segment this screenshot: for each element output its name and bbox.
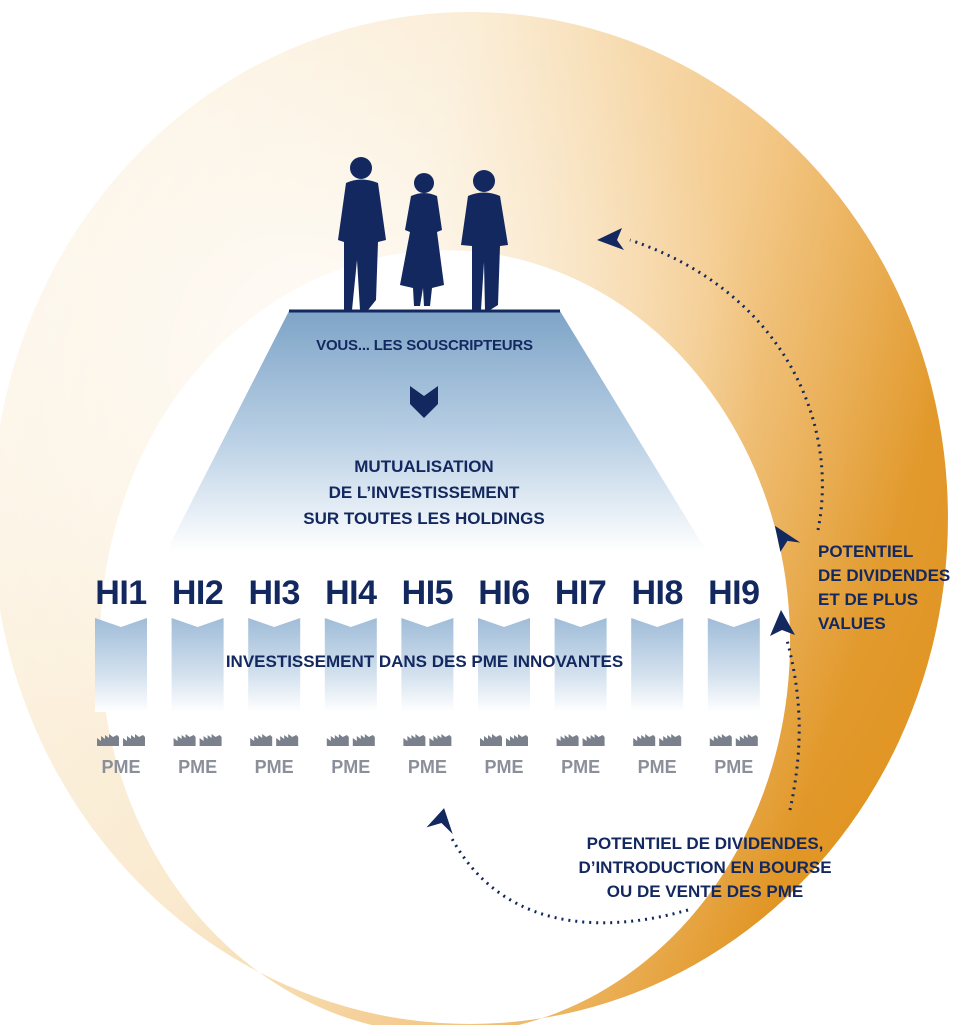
mutualisation-line: MUTUALISATION (354, 457, 494, 476)
ring-highlight (0, 12, 948, 1025)
holding-banner (248, 618, 301, 712)
holding-label: HI6 (478, 574, 530, 612)
pme-label: PME (714, 757, 754, 777)
holding-banner (631, 618, 684, 712)
factory-icon (403, 734, 452, 746)
down-chevron-icon (410, 386, 438, 418)
investment-label: INVESTISSEMENT DANS DES PME INNOVANTES (225, 652, 624, 671)
arrow-head-icon (426, 808, 453, 835)
factory-icon (326, 734, 375, 746)
holding-label: HI9 (708, 574, 760, 612)
pme-label: PME (407, 757, 447, 777)
holding-label: HI1 (95, 574, 147, 612)
factory-icon (633, 734, 682, 746)
pme-label: PME (254, 757, 294, 777)
bottom-caption-line: OU DE VENTE DES PME (606, 882, 804, 901)
bottom-caption-line: D’INTRODUCTION EN BOURSE (578, 858, 832, 877)
holding-banner (95, 618, 147, 712)
holding-label: HI7 (554, 574, 607, 612)
holding-label: HI2 (171, 574, 224, 612)
holding-banner (171, 618, 224, 712)
pme-label: PME (561, 757, 601, 777)
pme-label: PME (637, 757, 677, 777)
subscribers-label: VOUS... LES SOUSCRIPTEURS (316, 337, 533, 354)
right-caption-line: VALUES (818, 614, 886, 633)
pme-label: PME (178, 757, 218, 777)
factory-icon (709, 734, 758, 746)
right-caption-line: ET DE PLUS (818, 590, 919, 609)
holding-banner (401, 618, 454, 712)
pme-factories (97, 734, 758, 746)
person-silhouette-icon (400, 173, 444, 306)
factory-icon (480, 734, 528, 746)
pme-label: PME (101, 757, 141, 777)
mutualisation-line: DE L’INVESTISSEMENT (328, 483, 520, 502)
arrow-head-icon (774, 525, 801, 552)
right-caption-line: POTENTIEL (818, 542, 914, 561)
arrow-head-icon (597, 228, 624, 250)
person-silhouette-icon (461, 170, 508, 310)
holding-label: HI5 (401, 574, 454, 612)
arrow-head-icon (770, 610, 795, 636)
factory-icon (556, 734, 605, 746)
person-silhouette-icon (338, 157, 386, 310)
holding-banner (324, 618, 377, 712)
factory-icon (250, 734, 299, 746)
mutualisation-line: SUR TOUTES LES HOLDINGS (303, 509, 545, 528)
pme-label: PME (331, 757, 371, 777)
right-caption-line: DE DIVIDENDES (818, 566, 951, 585)
pme-label: PME (484, 757, 524, 777)
factory-icon (97, 734, 145, 746)
mutualisation-trapezoid (166, 311, 707, 552)
holding-banner (707, 618, 760, 712)
holding-label: HI8 (631, 574, 683, 612)
holding-banner (554, 618, 607, 712)
holding-banners (95, 618, 760, 712)
holding-banner (478, 618, 530, 712)
dotted-arrow-bottom (448, 834, 689, 925)
right-caption: POTENTIEL DE DIVIDENDES ET DE PLUS VALUE… (818, 540, 977, 636)
factory-icon (173, 734, 222, 746)
bottom-caption-line: POTENTIEL DE DIVIDENDES, (586, 834, 824, 853)
bottom-caption: POTENTIEL DE DIVIDENDES, D’INTRODUCTION … (560, 832, 850, 904)
holding-label: HI4 (325, 574, 377, 612)
mutualisation-text: MUTUALISATION DE L’INVESTISSEMENT SUR TO… (274, 454, 574, 532)
holding-label: HI3 (248, 574, 300, 612)
